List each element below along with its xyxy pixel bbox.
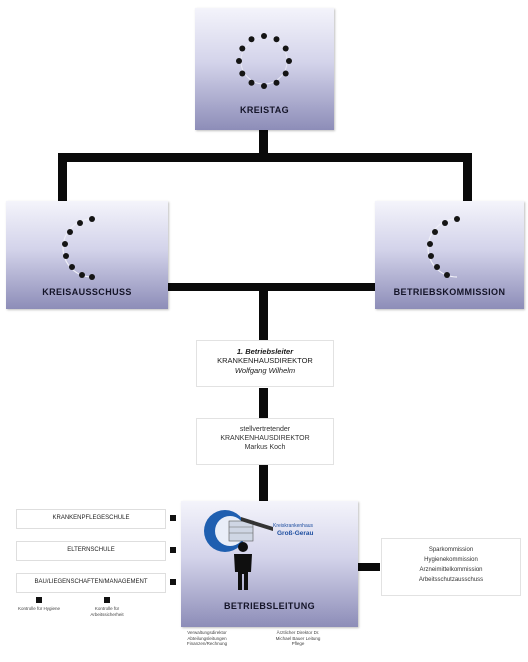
management-note-left: Verwaltungsdirektor Abteilungsleitungen … <box>186 630 228 646</box>
connector-horizontal-top <box>58 153 472 162</box>
left-item-connector <box>170 515 176 521</box>
commission-item: Arbeitsschutzausschuss <box>418 577 484 583</box>
commission-item: Arzneimittelkommission <box>419 567 483 573</box>
betriebskommission-box: BETRIEBSKOMMISSION <box>375 201 524 309</box>
director-name: Wolfgang Wilhelm <box>234 365 296 375</box>
deputy-role: stellvertretender <box>239 426 291 433</box>
commission-item: Hygienekommission <box>424 557 478 563</box>
left-item-elternschule: ELTERNSCHULE <box>16 541 166 561</box>
connector-right-drop <box>463 153 472 201</box>
deputy-title: KRANKENHAUSDIREKTOR <box>220 434 310 442</box>
person-silhouette-icon <box>234 542 252 590</box>
connector-center-vertical-3 <box>259 465 268 501</box>
arc-of-dots-icon <box>427 216 460 278</box>
deputy-name: Markus Koch <box>244 443 286 451</box>
connector-left-drop <box>58 153 67 201</box>
connector-center-vertical <box>259 283 268 341</box>
betriebsleitung-label: BETRIEBSLEITUNG <box>223 601 315 611</box>
connector-top-vertical <box>259 130 268 160</box>
betriebsleitung-box: Kreiskrankenhaus Groß-Gerau BETRIEBSLEIT… <box>181 501 358 627</box>
kreistag-box: KREISTAG <box>195 8 334 130</box>
note-marker <box>104 597 110 603</box>
director-title: KRANKENHAUSDIREKTOR <box>217 356 313 366</box>
left-note-hygiene: Kontrolle für Hygiene <box>17 606 61 611</box>
note-marker <box>36 597 42 603</box>
left-item-connector <box>170 579 176 585</box>
management-note-right: Ärztlicher Direktor Dr. Michael Bauer Le… <box>275 630 321 646</box>
deputy-box: stellvertretender KRANKENHAUSDIREKTOR Ma… <box>196 418 334 465</box>
circle-of-dots-icon <box>236 33 292 89</box>
arc-of-dots-icon <box>62 216 95 280</box>
logo-line1: Kreiskrankenhaus <box>273 523 314 529</box>
connector-center-vertical-2 <box>259 388 268 418</box>
left-item-connector <box>170 547 176 553</box>
director-role: 1. Betriebsleiter <box>236 347 294 356</box>
left-item-bau: BAU/LIEGENSCHAFTEN/MANAGEMENT <box>16 573 166 593</box>
commission-item: Sparkommission <box>428 547 474 553</box>
director-box: 1. Betriebsleiter KRANKENHAUSDIREKTOR Wo… <box>196 340 334 387</box>
left-note-arbeitssicherheit: Kontrolle für Arbeitssicherheit <box>90 606 124 617</box>
left-item-krankenpflegeschule: KRANKENPFLEGESCHULE <box>16 509 166 529</box>
commission-list-box: Sparkommission Hygienekommission Arzneim… <box>381 538 521 596</box>
connector-right-list <box>358 563 380 571</box>
kreisausschuss-label: KREISAUSSCHUSS <box>42 287 132 297</box>
kreistag-label: KREISTAG <box>239 105 290 115</box>
logo-line2: Groß-Gerau <box>277 530 314 537</box>
hospital-logo-icon <box>204 510 273 552</box>
kreisausschuss-box: KREISAUSSCHUSS <box>6 201 168 309</box>
connector-middle-horizontal <box>168 283 378 291</box>
betriebskommission-label: BETRIEBSKOMMISSION <box>393 287 506 297</box>
